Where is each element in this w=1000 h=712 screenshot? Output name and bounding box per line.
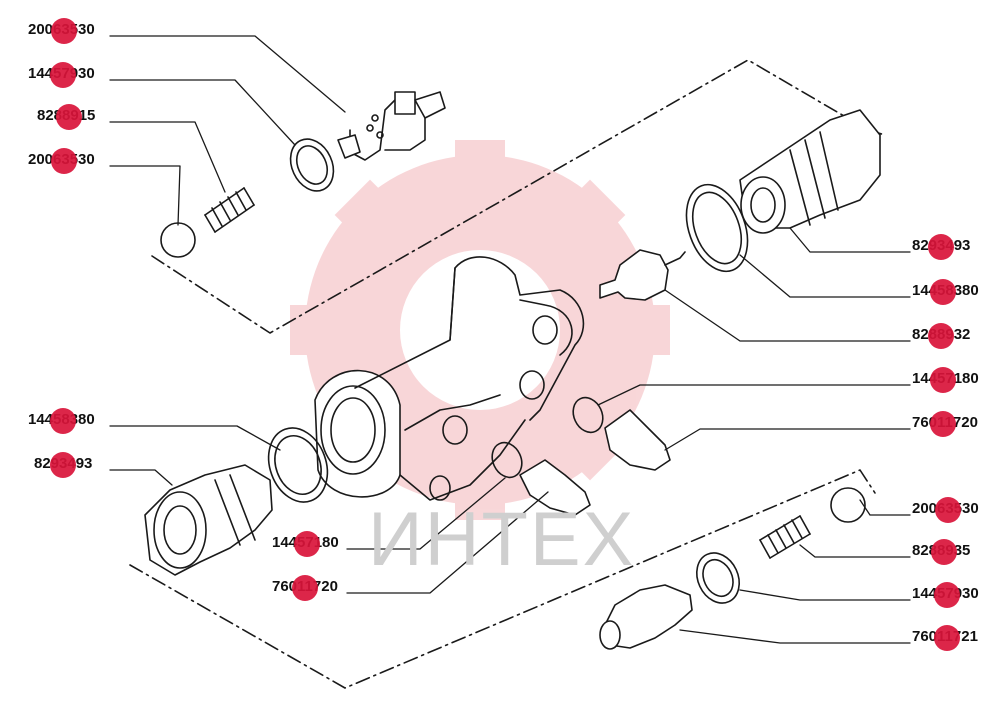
spring-upper-left [204, 187, 255, 233]
ball-upper-left [160, 222, 196, 258]
o-ring-lower [696, 552, 740, 604]
marker-dot [935, 497, 961, 523]
washer-lower-middle [491, 441, 523, 479]
ball-lower-right [830, 487, 866, 523]
axis-frame-lower [129, 469, 876, 689]
marker-dot [51, 18, 77, 44]
fitting-lower-middle [519, 459, 591, 516]
marker-dot [50, 452, 76, 478]
top-relief-valve [337, 91, 446, 161]
marker-dot [928, 234, 954, 260]
leader-lines [109, 35, 911, 644]
valve-body [314, 256, 585, 501]
o-ring-top-left [289, 138, 335, 192]
o-ring-right-large [685, 183, 749, 273]
bottom-relief-valve [599, 584, 693, 650]
marker-dot [928, 323, 954, 349]
left-pipe-fitting [144, 464, 273, 576]
center-spool [599, 249, 686, 301]
marker-dot [930, 279, 956, 305]
washer-middle-right [572, 396, 604, 434]
marker-dot [931, 539, 957, 565]
marker-dot [292, 575, 318, 601]
watermark-text: ИНТЕХ [368, 497, 636, 582]
marker-dot [56, 104, 82, 130]
fitting-middle-right [604, 409, 671, 471]
marker-dot [50, 408, 76, 434]
o-ring-left-large [267, 427, 329, 503]
marker-dot [930, 411, 956, 437]
marker-dot [51, 148, 77, 174]
marker-dot [294, 531, 320, 557]
spring-lower-right [759, 515, 811, 559]
right-pipe-fitting [739, 109, 881, 234]
marker-dot [934, 625, 960, 651]
marker-dot [50, 62, 76, 88]
marker-dot [934, 582, 960, 608]
marker-dot [930, 367, 956, 393]
